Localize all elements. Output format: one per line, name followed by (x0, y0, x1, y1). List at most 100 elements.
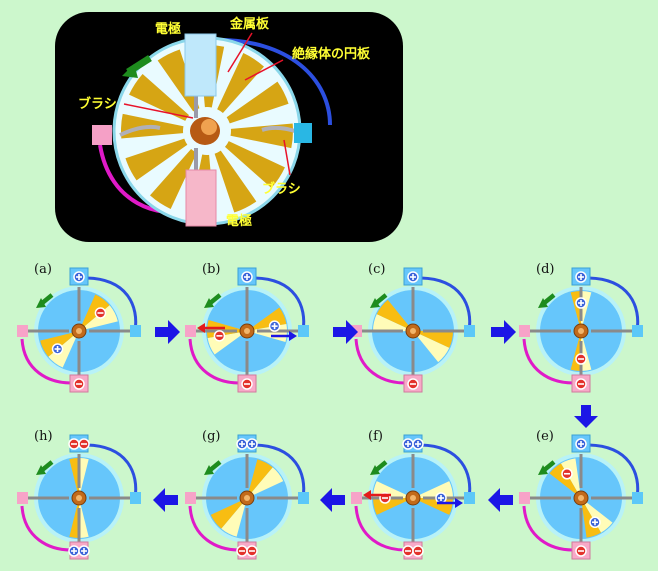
axle-core (578, 495, 584, 501)
rotation-arrow (36, 293, 54, 308)
panel-h: (h) (17, 429, 141, 560)
panel-b: (b) (185, 262, 309, 393)
left-terminal (519, 492, 530, 504)
metal-plate-sector (125, 138, 188, 181)
minus-charge-icon (78, 438, 90, 450)
right-terminal (464, 492, 475, 504)
metal-plate-sector (214, 150, 257, 213)
panel-label: (g) (202, 429, 220, 444)
brush-cross (361, 287, 465, 375)
minus-charge-icon (402, 545, 414, 557)
right-terminal (130, 325, 141, 337)
axle-highlight (201, 119, 217, 135)
top-wire (420, 443, 472, 499)
brush-cross (195, 287, 299, 375)
panel-c: (c) (351, 262, 475, 393)
rotation-arrow (538, 293, 556, 308)
plus-charge-icon (435, 492, 447, 504)
top-wire (420, 276, 472, 332)
metal-sector (373, 299, 409, 332)
metal-sector (69, 504, 89, 538)
plus-charge-icon (412, 438, 424, 450)
flow-arrow-c-d (491, 320, 516, 344)
minus-charge-icon (213, 330, 226, 342)
brush-cross (195, 454, 299, 542)
axle-core (410, 328, 416, 334)
flow-arrow-g-h (153, 488, 178, 512)
plus-charge-icon (589, 516, 601, 528)
plus-charge-icon (407, 271, 419, 283)
bottom-wire (522, 338, 574, 385)
metal-plate-sector (224, 141, 285, 188)
flow-arrow-d-e (574, 405, 598, 428)
metal-sector (69, 458, 89, 492)
rotation-arrowhead (122, 64, 138, 78)
rotation-arrow (36, 460, 54, 475)
minus-charge-icon (94, 307, 107, 319)
rotation-arrow (538, 460, 556, 475)
label-electrode-bottom: 電極 (226, 213, 252, 229)
metal-sector (417, 330, 453, 363)
axle-core (578, 328, 584, 334)
left-brush (119, 124, 161, 137)
brush-cross (361, 454, 465, 542)
top-wire (86, 443, 138, 499)
right-terminal (294, 123, 312, 143)
left-terminal (519, 325, 530, 337)
label-electrode-top: 電極 (155, 21, 181, 37)
plus-charge-icon (402, 438, 414, 450)
right-terminal (298, 492, 309, 504)
plus-charge-icon (241, 271, 253, 283)
left-terminal (92, 125, 112, 145)
flow-arrow-a-b (155, 320, 180, 344)
label-metal-plate: 金属板 (229, 16, 270, 32)
pointer-brush-left (123, 103, 194, 119)
right-terminal (464, 325, 475, 337)
left-terminal (185, 325, 196, 337)
top-wire (588, 443, 640, 499)
metal-sector (210, 500, 246, 537)
minus-charge-icon (575, 378, 587, 390)
label-brush-right: ブラシ (262, 181, 301, 197)
bottom-wire (188, 338, 240, 385)
axle-core (244, 328, 250, 334)
current-arrow-left (363, 490, 391, 500)
plus-charge-icon (73, 271, 85, 283)
label-insulator-disk: 絶縁体の円板 (291, 46, 371, 62)
panel-label: (e) (536, 429, 554, 444)
panel-e: (e) (519, 429, 643, 560)
current-arrow-left (197, 323, 225, 333)
bottom-wire (522, 505, 574, 552)
top-wire (254, 276, 306, 332)
top-wire (86, 276, 138, 332)
metal-plate-sector (150, 148, 197, 209)
right-terminal (632, 492, 643, 504)
panel-a: (a) (17, 262, 141, 393)
plus-charge-icon (51, 343, 64, 355)
metal-plate-sector (217, 53, 264, 114)
right-terminal (632, 325, 643, 337)
right-terminal (130, 492, 141, 504)
top-wire (588, 276, 640, 332)
brush-cross (529, 454, 633, 542)
bottom-wire (354, 505, 406, 552)
plus-charge-icon (78, 545, 90, 557)
right-terminal (298, 325, 309, 337)
panel-f: (f) (351, 429, 475, 560)
left-terminal (351, 492, 362, 504)
minus-charge-icon (68, 438, 80, 450)
current-arrow-right (271, 331, 297, 341)
pointer-metal-plate (227, 32, 253, 73)
metal-plate-sector (129, 74, 190, 121)
panel-label: (d) (536, 262, 554, 277)
axle-core (244, 495, 250, 501)
minus-charge-icon (73, 378, 85, 390)
flow-arrow-f-g (320, 488, 345, 512)
plus-charge-icon (236, 438, 248, 450)
panel-label: (f) (368, 429, 383, 444)
plus-charge-icon (68, 545, 80, 557)
rotation-arrow (204, 293, 222, 308)
sequence-panels: (a) (b) (c) (d) (e) (f) (g) (h) (17, 262, 643, 560)
minus-charge-icon (236, 545, 248, 557)
pointer-insulator (244, 59, 284, 81)
